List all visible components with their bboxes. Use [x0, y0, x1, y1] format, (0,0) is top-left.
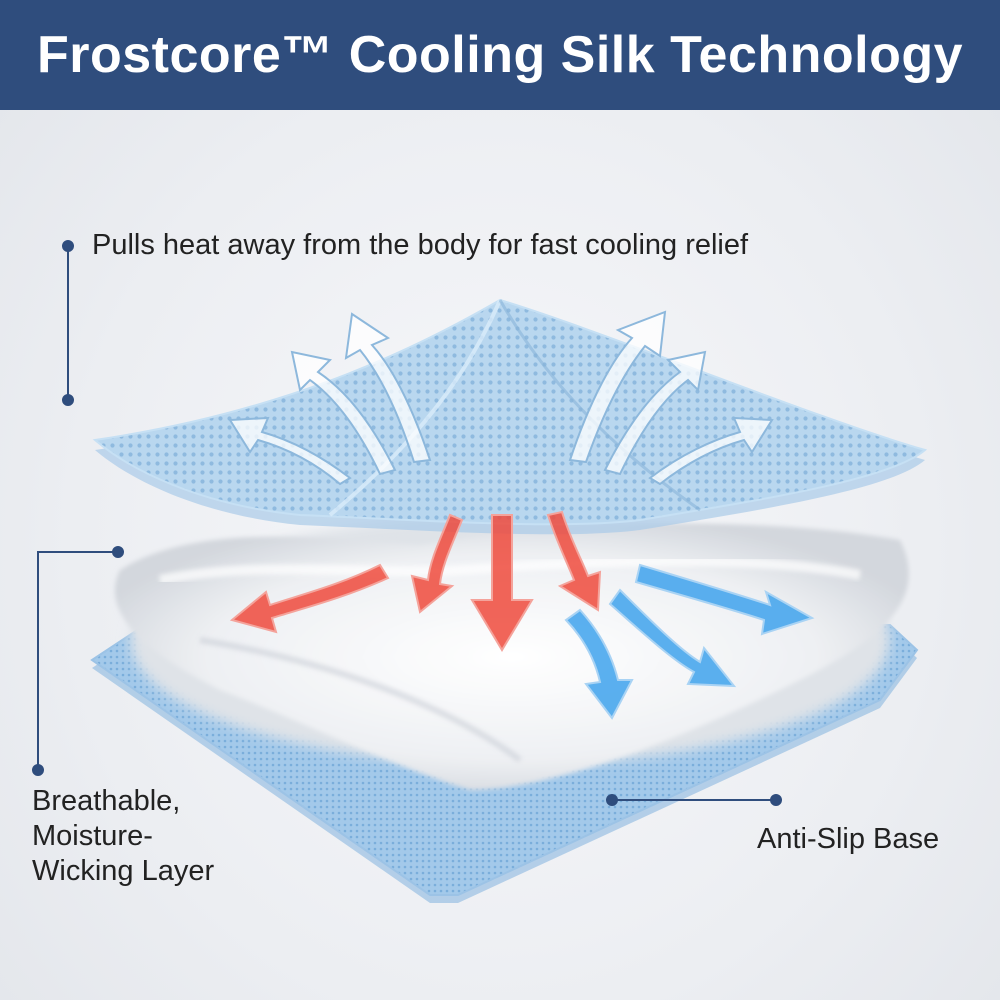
cooling-silk-top-layer	[92, 298, 928, 535]
air-arrow-4	[568, 310, 667, 464]
callout-wicking-line-3: Wicking Layer	[32, 854, 215, 887]
heat-arrow-1	[229, 563, 390, 634]
heat-arrow-3	[470, 514, 534, 652]
air-arrow-5	[603, 350, 707, 476]
heat-arrow-2	[410, 513, 464, 614]
cool-arrow-1	[634, 563, 815, 636]
callout-wicking-line-2: Moisture-	[32, 819, 153, 852]
air-arrow-2	[290, 350, 397, 476]
heat-arrow-4	[546, 510, 602, 612]
heat-arrows	[229, 510, 602, 652]
air-flow-arrows	[228, 310, 774, 486]
layer-illustration	[90, 298, 928, 903]
cool-arrow-3	[564, 608, 634, 720]
air-arrow-1	[344, 312, 432, 464]
callout-wicking-line-1: Breathable,	[32, 785, 181, 817]
title-banner: Frostcore™ Cooling Silk Technology	[0, 0, 1000, 110]
cooling-arrows	[564, 563, 815, 720]
cool-arrow-2	[608, 588, 737, 688]
air-arrow-6	[648, 416, 774, 486]
callout-heat-relief: Pulls heat away from the body for fast c…	[92, 229, 749, 261]
page-title: Frostcore™ Cooling Silk Technology	[36, 26, 964, 84]
callout-wicking-layer: Breathable, Moisture- Wicking Layer	[32, 784, 292, 888]
callout-anti-slip-base: Anti-Slip Base	[757, 823, 940, 855]
air-arrow-3	[228, 416, 352, 486]
